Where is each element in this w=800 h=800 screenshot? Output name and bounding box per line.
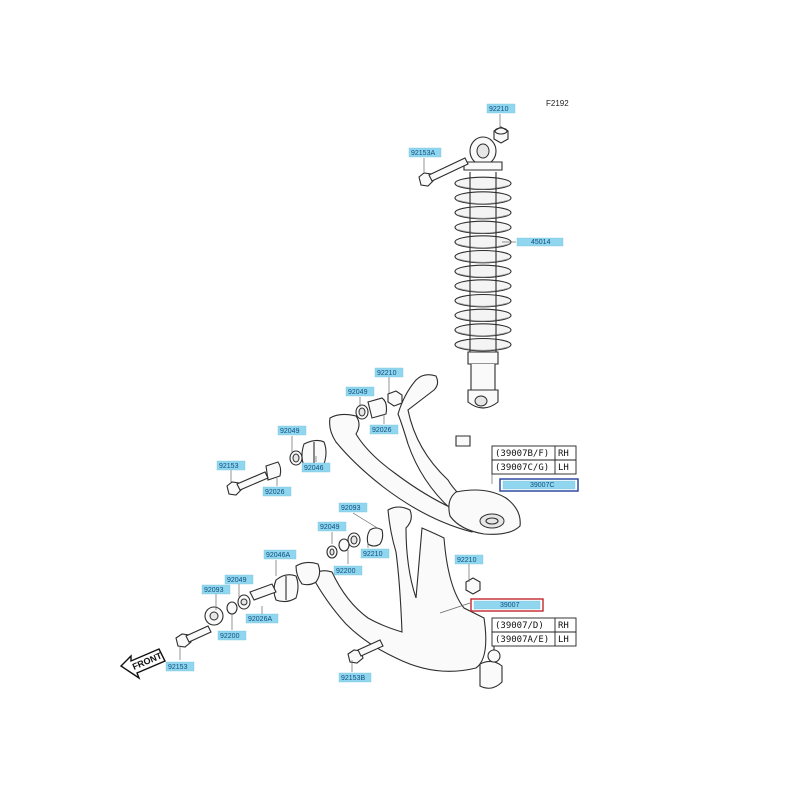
svg-text:92049: 92049 [280, 428, 300, 435]
spring-coil [454, 249, 512, 264]
svg-text:92093: 92093 [204, 587, 224, 594]
shock-absorber[interactable] [454, 126, 512, 409]
label-nut-upper[interactable]: 92210 [374, 367, 404, 378]
lower-a-arm[interactable] [295, 506, 503, 689]
svg-text:92026A: 92026A [248, 616, 272, 623]
label-bushing-lower[interactable]: 92046A [263, 549, 297, 560]
label-bushing-upper-l[interactable]: 92026 [369, 424, 399, 435]
front-arrow-icon: FRONT [119, 648, 166, 680]
coil-spring [454, 176, 512, 352]
label-seal-lower-t[interactable]: 92049 [317, 521, 347, 532]
ref-lower-row1-ref: (39007/D) [495, 621, 544, 631]
label-shock[interactable]: 45014 [516, 237, 564, 247]
label-bolt-upper[interactable]: 92153 [216, 460, 246, 471]
spring-coil [454, 308, 512, 323]
ref-table-upper: (39007B/F) RH (39007C/G) LH [491, 445, 577, 475]
spring-coil-shade [456, 228, 510, 234]
label-seal-lower-m[interactable]: 92049 [224, 574, 254, 585]
svg-text:92200: 92200 [220, 633, 240, 640]
label-collar-lower-m[interactable]: 92026A [245, 613, 279, 624]
ref-table-lower: (39007/D) RH (39007A/E) LH [491, 617, 577, 647]
spring-coil [454, 279, 512, 293]
svg-text:92210: 92210 [457, 557, 477, 564]
label-bushing-upper-r[interactable]: 92046 [301, 462, 331, 473]
ref-upper-row2-ref: (39007C/G) [495, 463, 549, 473]
svg-text:92210: 92210 [377, 370, 397, 377]
spring-coil-shade [456, 331, 510, 337]
svg-text:92046A: 92046A [266, 552, 290, 559]
spring-coil [454, 323, 512, 337]
label-lower-arm-part[interactable]: 39007 [470, 598, 544, 612]
spring-coil-shade [456, 316, 510, 322]
spring-coil-shade [456, 214, 510, 219]
label-nut-top[interactable]: 92210 [486, 103, 516, 114]
upper-a-arm[interactable] [329, 374, 521, 535]
label-upper-arm-part[interactable]: 39007C [499, 478, 579, 492]
svg-text:92210: 92210 [489, 106, 509, 113]
ref-upper-row2-side: LH [558, 463, 569, 473]
svg-text:39007C: 39007C [530, 482, 555, 489]
label-collar-upper-r[interactable]: 92026 [262, 486, 292, 497]
spring-coil [454, 220, 512, 235]
spring-coil-shade [456, 346, 510, 351]
lower-arm-hardware[interactable] [175, 527, 481, 664]
svg-text:92153A: 92153A [411, 150, 435, 157]
label-bolt-lower[interactable]: 92153 [165, 661, 195, 672]
svg-text:92049: 92049 [348, 389, 368, 396]
part-labels: 92210 92153A 45014 92210 92049 92026 920… [165, 103, 579, 683]
spring-coil-shade [456, 258, 510, 263]
svg-text:92153: 92153 [219, 463, 239, 470]
ref-lower-row2-ref: (39007A/E) [495, 635, 549, 645]
ref-lower-row1-side: RH [558, 621, 569, 631]
spring-coil-shade [456, 243, 510, 249]
ref-lower-row2-side: LH [558, 635, 569, 645]
label-nut-lower-t[interactable]: 92210 [360, 548, 390, 559]
spring-coil [454, 176, 512, 191]
spring-coil-shade [456, 302, 510, 307]
label-washer-lower-m[interactable]: 92093 [201, 584, 231, 595]
spring-coil [454, 293, 512, 308]
svg-text:92049: 92049 [320, 524, 340, 531]
svg-text:92046: 92046 [304, 465, 324, 472]
upper-arm-hardware[interactable] [226, 390, 403, 496]
svg-text:45014: 45014 [531, 239, 551, 246]
svg-text:92049: 92049 [227, 577, 247, 584]
ref-upper-row1-side: RH [558, 449, 569, 459]
spring-coil [454, 264, 512, 279]
spring-coil-shade [456, 184, 510, 190]
svg-text:92026: 92026 [372, 427, 392, 434]
spring-coil-shade [456, 199, 510, 205]
label-seal-upper-r[interactable]: 92049 [277, 425, 307, 436]
svg-text:92210: 92210 [363, 551, 383, 558]
label-bolt-shock-lower[interactable]: 92153B [338, 672, 372, 683]
svg-text:39007: 39007 [500, 602, 520, 609]
label-washer-lower-t[interactable]: 92093 [338, 502, 368, 513]
svg-text:92153: 92153 [168, 664, 188, 671]
spring-coil [454, 205, 512, 220]
ref-upper-row1-ref: (39007B/F) [495, 449, 549, 459]
spring-coil [454, 191, 512, 205]
label-cap-lower-m[interactable]: 92200 [217, 630, 247, 641]
svg-text:92026: 92026 [265, 489, 285, 496]
spring-coil-shade [456, 287, 510, 293]
label-nut-balljoint[interactable]: 92210 [454, 554, 484, 565]
svg-text:92200: 92200 [336, 568, 356, 575]
bolt-top[interactable] [418, 157, 469, 187]
svg-text:92153B: 92153B [341, 675, 365, 682]
spring-coil-shade [456, 272, 510, 278]
label-cap-lower-t[interactable]: 92200 [333, 565, 363, 576]
label-collar-upper-l[interactable]: 92049 [345, 386, 375, 397]
diagram-code: F2192 [546, 99, 569, 108]
svg-text:92093: 92093 [341, 505, 361, 512]
label-bolt-top[interactable]: 92153A [408, 147, 442, 158]
spring-coil [454, 337, 512, 352]
